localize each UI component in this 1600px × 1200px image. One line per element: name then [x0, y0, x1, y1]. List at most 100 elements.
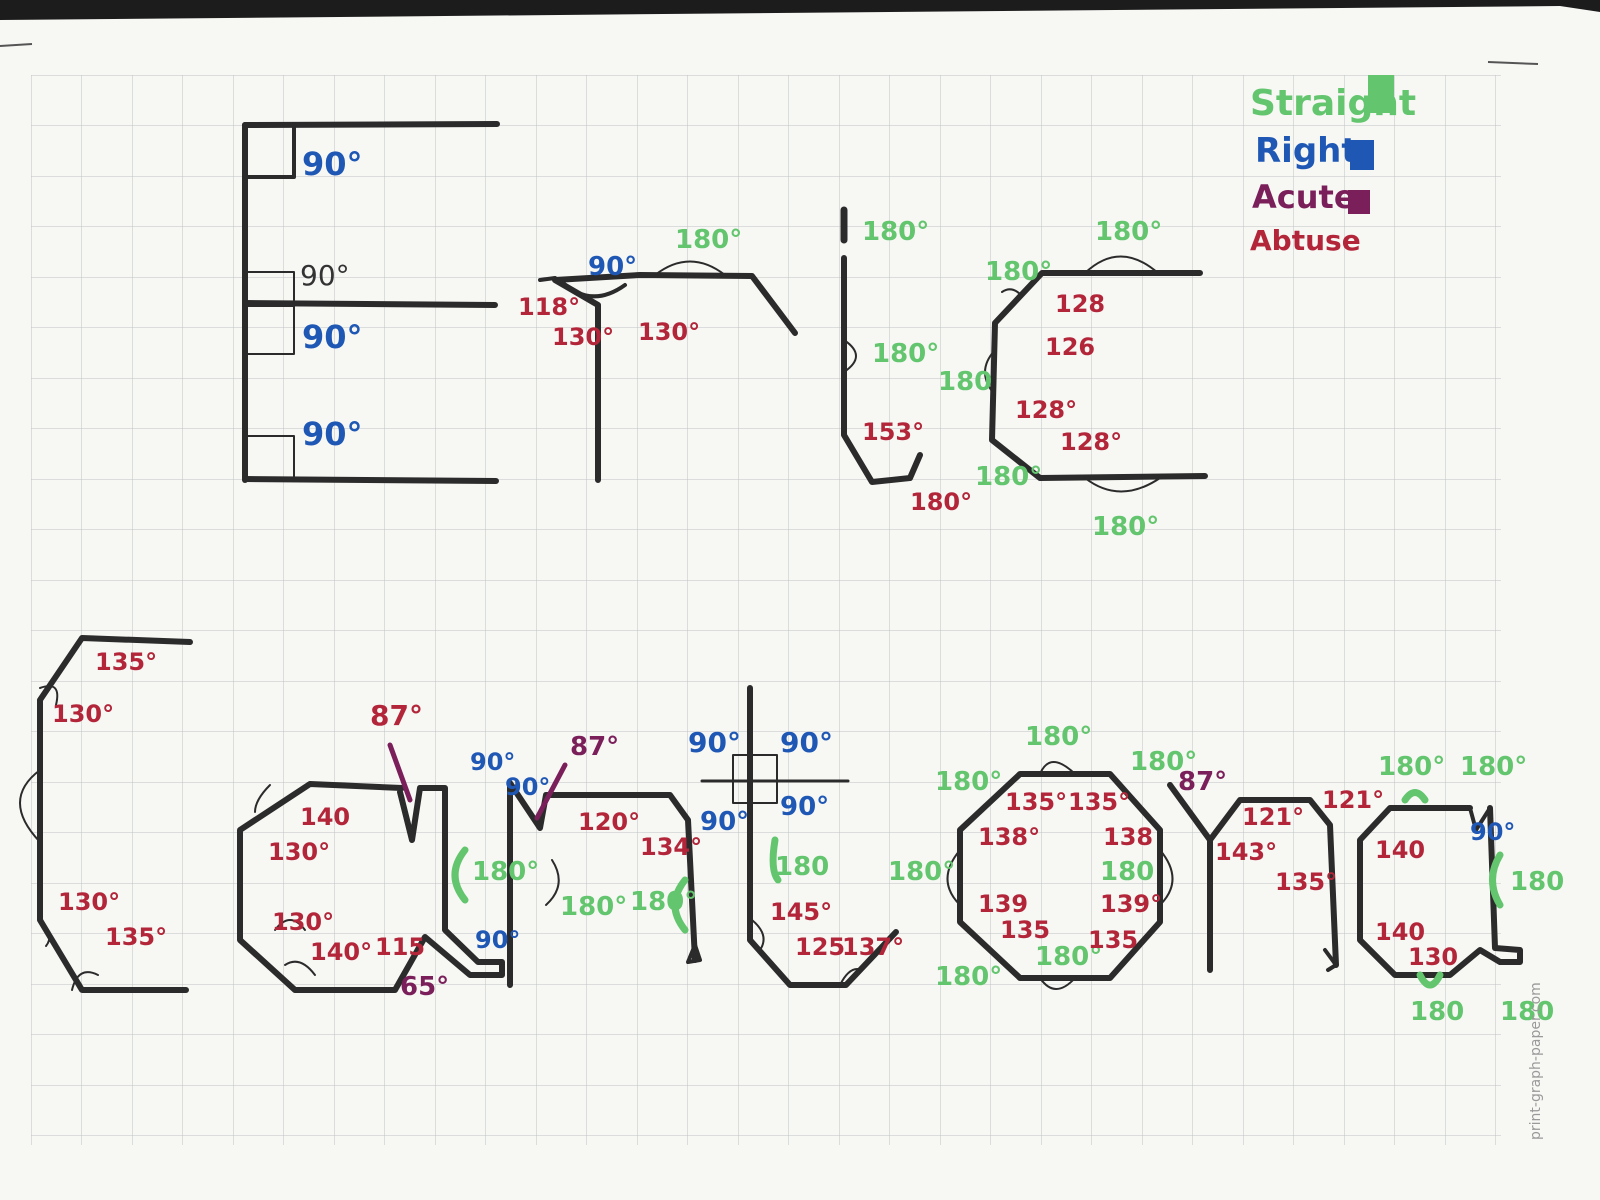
label-n5: 180°: [560, 892, 627, 922]
label-o12: 135: [1088, 926, 1138, 954]
label-aa9: 180: [1410, 997, 1464, 1027]
label-a11: 180°: [472, 857, 539, 887]
letter-i: [840, 206, 923, 485]
legend-obtuse: Abtuse: [1250, 224, 1361, 257]
legend-acute-swatch: [1348, 190, 1370, 214]
label-n1: 90°: [505, 773, 550, 801]
letter-E: [242, 121, 500, 484]
label-aa7: 140: [1375, 918, 1425, 946]
label-rr2: 121°: [1242, 803, 1304, 831]
label-aa10: 180: [1500, 997, 1554, 1027]
legend-straight-swatch: [1368, 75, 1394, 113]
legend: Straight Right Acute Abtuse: [1250, 75, 1416, 257]
label-k1: 135°: [95, 648, 157, 676]
label-e1: 90°: [302, 145, 363, 183]
label-o5: 135°: [1068, 788, 1130, 816]
label-c7: 128°: [1060, 428, 1122, 456]
letter-r: [538, 260, 798, 483]
label-r3: 118°: [518, 293, 580, 321]
sheet-tick-right: [1487, 61, 1539, 65]
acute-angle-marks: [387, 742, 568, 821]
label-aa4: 140: [1375, 836, 1425, 864]
letter-a-last: [1357, 805, 1523, 978]
label-e2: 90°: [302, 318, 363, 356]
label-a3: 140: [300, 803, 350, 831]
label-a4: 130°: [268, 838, 330, 866]
legend-acute: Acute: [1252, 178, 1356, 216]
letter-n: [507, 780, 702, 988]
label-i3: 153°: [862, 418, 924, 446]
label-r4: 130°: [552, 323, 614, 351]
label-a5: 130°: [272, 908, 334, 936]
label-t5: 180: [775, 852, 829, 882]
label-r1: 90°: [588, 252, 637, 282]
label-o2: 180°: [1025, 722, 1092, 752]
label-k2: 130°: [52, 700, 114, 728]
watermark: print-graph-paper.com: [1528, 982, 1544, 1140]
label-e3: 90°: [302, 415, 363, 453]
label-aa8: 130: [1408, 943, 1458, 971]
label-c8: 180°: [975, 462, 1042, 492]
label-o1: 180°: [935, 767, 1002, 797]
label-o10: 139°: [1100, 890, 1162, 918]
label-t7: 125: [795, 933, 845, 961]
label-n3: 120°: [578, 808, 640, 836]
label-t3: 90°: [700, 807, 749, 837]
acute-angle-labels: 65° 87° 87°: [400, 732, 1227, 1002]
label-c2: 180°: [985, 257, 1052, 287]
label-o7: 138: [1103, 823, 1153, 851]
label-r5: 130°: [638, 318, 700, 346]
label-i2: 180°: [872, 339, 939, 369]
letter-r-second: [1167, 782, 1339, 973]
label-c9: 180°: [1092, 512, 1159, 542]
legend-right-swatch: [1350, 140, 1374, 170]
grid-area: [31, 75, 1501, 1145]
label-n4: 134°: [640, 833, 702, 861]
letter-c-small: [984, 255, 1208, 493]
label-n6: 180°: [630, 887, 697, 917]
obtuse-angle-labels: 118° 130° 130° 153° 180° 128 126 128° 12…: [52, 290, 1458, 971]
label-t2: 90°: [780, 726, 833, 759]
label-aa2: 180°: [1378, 752, 1445, 782]
label-t8: 137°: [842, 933, 904, 961]
label-a1: 87°: [370, 699, 423, 732]
label-o13: 180°: [888, 857, 955, 887]
label-o6: 138°: [978, 823, 1040, 851]
label-rr3: 143°: [1215, 838, 1277, 866]
letter-C: [19, 635, 193, 993]
label-a9: 90°: [475, 926, 520, 954]
label-t1: 90°: [688, 726, 741, 759]
legend-right: Right: [1255, 131, 1358, 171]
label-c3: 128: [1055, 290, 1105, 318]
label-aa3: 180°: [1460, 752, 1527, 782]
label-o4: 135°: [1005, 788, 1067, 816]
label-c1: 180°: [1095, 217, 1162, 247]
label-k3: 130°: [58, 888, 120, 916]
label-c6: 128°: [1015, 396, 1077, 424]
letter-o: [946, 761, 1174, 990]
label-a7: 115: [375, 933, 425, 961]
label-a10: 90°: [470, 748, 515, 776]
label-o8: 180: [1100, 857, 1154, 887]
label-o15: 180°: [1035, 942, 1102, 972]
label-i4: 180°: [910, 488, 972, 516]
letter-t: [700, 685, 899, 988]
straight-angle-labels: 180° 180° 180° 180° 180° 180 180° 180° 1…: [472, 217, 1564, 1027]
label-aa6: 180: [1510, 867, 1564, 897]
label-e4: 90°: [300, 259, 350, 292]
letter-a-first: [237, 781, 505, 993]
label-t6: 145°: [770, 898, 832, 926]
label-aa1: 121°: [1322, 786, 1384, 814]
label-t4: 90°: [780, 792, 829, 822]
label-r2: 180°: [675, 225, 742, 255]
label-k4: 135°: [105, 923, 167, 951]
label-a6: 140°: [310, 938, 372, 966]
label-rr1: 87°: [1178, 767, 1227, 797]
label-o14: 180°: [935, 962, 1002, 992]
label-c5: 180: [938, 367, 992, 397]
label-aa5: 90°: [1470, 818, 1515, 846]
label-n2: 87°: [570, 732, 619, 762]
label-rr4: 135°: [1275, 868, 1337, 896]
